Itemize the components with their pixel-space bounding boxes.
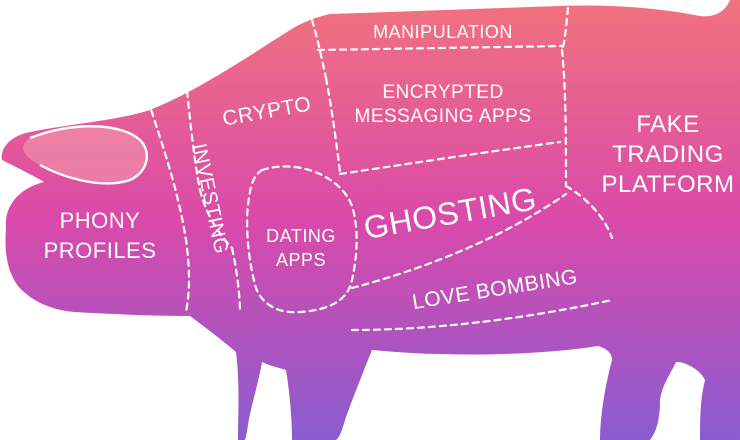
cut-line-belly-bottom [350,298,614,332]
pig-ear [23,126,147,184]
label-fake-line1: FAKE [636,111,699,138]
cut-line-loin-right [564,184,614,240]
cut-lines [146,6,614,332]
label-phony-line2: PROFILES [44,238,157,263]
cut-line-encrypted-left [324,76,342,174]
pig-ear-outline [29,125,149,185]
cut-line-manipulation-right [560,6,570,52]
cut-line-manipulation-left [310,18,328,80]
label-fake-line2: TRADING [612,141,724,168]
cut-line-manipulation-bottom [316,44,564,52]
cut-line-encrypted-bottom [338,140,562,176]
cut-line-investing-right [230,246,242,314]
cut-line-belly-top [350,192,568,290]
label-manipulation: MANIPULATION [373,22,513,42]
label-dating-line2: APPS [276,250,326,270]
label-phony-line1: PHONY [60,208,141,233]
cut-line-investing-left [146,98,191,314]
label-encrypted-line1: ENCRYPTED [382,82,503,103]
label-encrypted-line2: MESSAGING APPS [355,106,532,127]
cut-line-dating-apps [246,165,358,314]
label-dating-line1: DATING [266,226,336,246]
cut-line-encrypted-right [560,48,568,188]
cut-line-crypto-bottom [198,188,234,250]
cut-line-crypto-left [184,78,202,192]
label-fake-line3: PLATFORM [602,171,735,198]
